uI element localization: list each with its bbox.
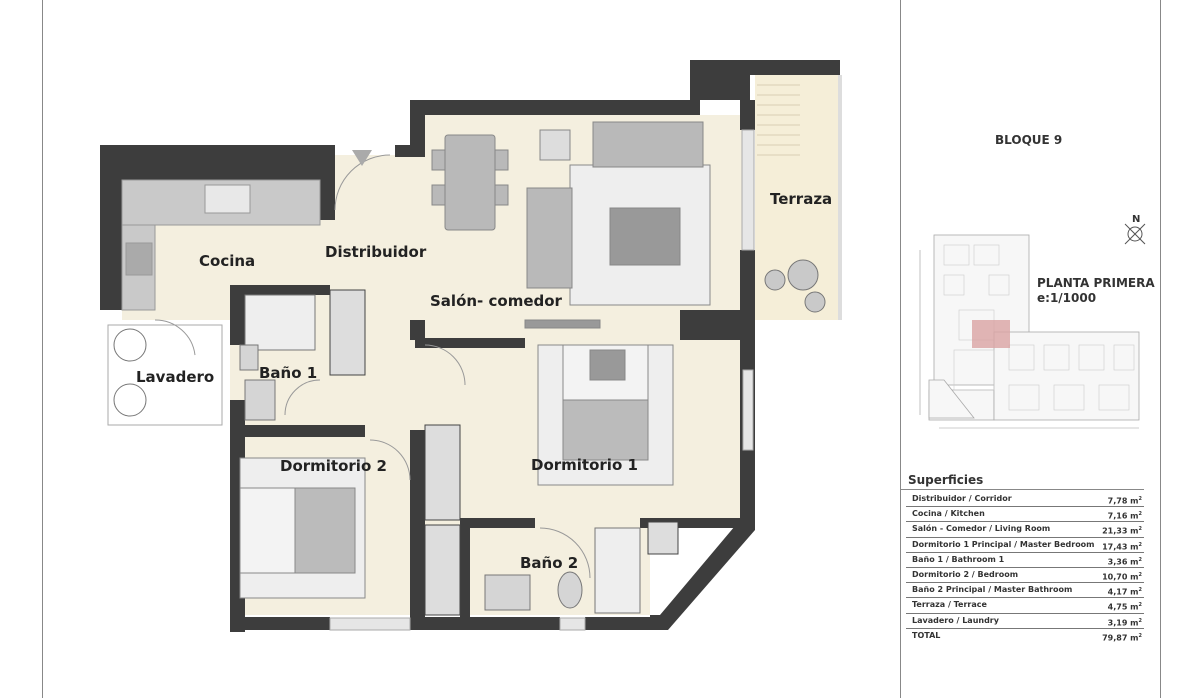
north-label: N — [1132, 214, 1140, 225]
table-row: Distribuidor / Corridor 7,78 m2 — [906, 492, 1144, 508]
row-name: Dormitorio 2 / Bedroom — [912, 569, 1019, 579]
north-compass-icon: N — [1124, 214, 1146, 245]
room-label-distribuidor: Distribuidor — [325, 243, 427, 261]
row-name: Baño 1 / Bathroom 1 — [912, 554, 1005, 564]
row-name: Distribuidor / Corridor — [912, 494, 1012, 503]
master-bed — [537, 344, 674, 486]
entrance-arrow-icon — [352, 150, 372, 166]
frame-divider-line — [900, 0, 901, 698]
row-name: Terraza / Terrace — [912, 600, 987, 610]
row-area: 21,33 m2 — [1102, 526, 1142, 537]
table-row: Dormitorio 2 / Bedroom 10,70 m2 — [906, 568, 1144, 584]
door-swings — [154, 154, 591, 579]
table-row: Baño 2 Principal / Master Bathroom 4,17 m… — [906, 583, 1144, 599]
row-name: TOTAL — [912, 630, 941, 640]
table-row: Terraza / Terrace 4,75 m2 — [906, 598, 1144, 614]
surfaces-table: Distribuidor / Corridor 7,78 m2 Cocina / … — [906, 492, 1144, 643]
row-area: 17,43 m2 — [1102, 541, 1142, 552]
wardrobes — [329, 289, 679, 616]
windows — [329, 129, 755, 631]
row-area: 7,16 m2 — [1107, 511, 1142, 521]
row-area: 10,70 m2 — [1102, 571, 1142, 582]
bathroom-fixtures — [113, 294, 641, 614]
row-name: Salón - Comedor / Living Room — [912, 524, 1051, 534]
table-row: Cocina / Kitchen 7,16 m2 — [906, 507, 1144, 523]
row-name: Baño 2 Principal / Master Bathroom — [912, 585, 1073, 595]
row-name: Cocina / Kitchen — [912, 509, 985, 519]
table-row: Dormitorio 1 Principal / Master Bedroom 1… — [906, 538, 1144, 553]
surfaces-title: Superficies — [908, 473, 984, 487]
living-furniture — [431, 121, 711, 329]
terrace-furniture — [764, 259, 826, 313]
table-row: Lavadero / Laundry 3,19 m2 — [906, 614, 1144, 629]
block-title: BLOQUE 9 — [995, 133, 1063, 147]
row-name: Dormitorio 1 Principal / Master Bedroom — [912, 539, 1095, 549]
row-area: 4,75 m2 — [1107, 602, 1142, 612]
frame-right-line — [1160, 0, 1161, 698]
room-label-bano2: Baño 2 — [520, 554, 579, 572]
room-label-terraza: Terraza — [770, 190, 833, 208]
row-area: 3,36 m2 — [1107, 556, 1142, 567]
table-row: Baño 1 / Bathroom 1 3,36 m2 — [906, 553, 1144, 568]
row-area: 7,78 m2 — [1107, 496, 1142, 506]
bed-2 — [239, 457, 366, 599]
scale-label: e:1/1000 — [1037, 291, 1097, 305]
row-area: 4,17 m2 — [1107, 587, 1142, 597]
room-label-salon: Salón- comedor — [430, 292, 562, 310]
surfaces-divider — [900, 489, 1144, 490]
floor-title: PLANTA PRIMERA — [1037, 276, 1155, 290]
row-area: 79,87 m2 — [1102, 632, 1142, 643]
room-label-dormitorio1: Dormitorio 1 — [531, 456, 638, 474]
room-label-dormitorio2: Dormitorio 2 — [280, 457, 387, 475]
table-row-total: TOTAL 79,87 m2 — [906, 629, 1144, 643]
room-label-lavadero: Lavadero — [136, 368, 215, 386]
room-label-cocina: Cocina — [199, 252, 256, 270]
kitchen-counter — [121, 179, 321, 311]
table-row: Salón - Comedor / Living Room 21,33 m2 — [906, 522, 1144, 538]
room-label-bano1: Baño 1 — [259, 364, 318, 382]
walls — [100, 60, 840, 632]
row-area: 3,19 m2 — [1107, 617, 1142, 628]
floor-plan — [100, 60, 842, 632]
frame-left-line — [42, 0, 43, 698]
site-key-plan — [919, 234, 1140, 429]
row-name: Lavadero / Laundry — [912, 615, 999, 625]
apartment-highlight — [972, 320, 1010, 348]
